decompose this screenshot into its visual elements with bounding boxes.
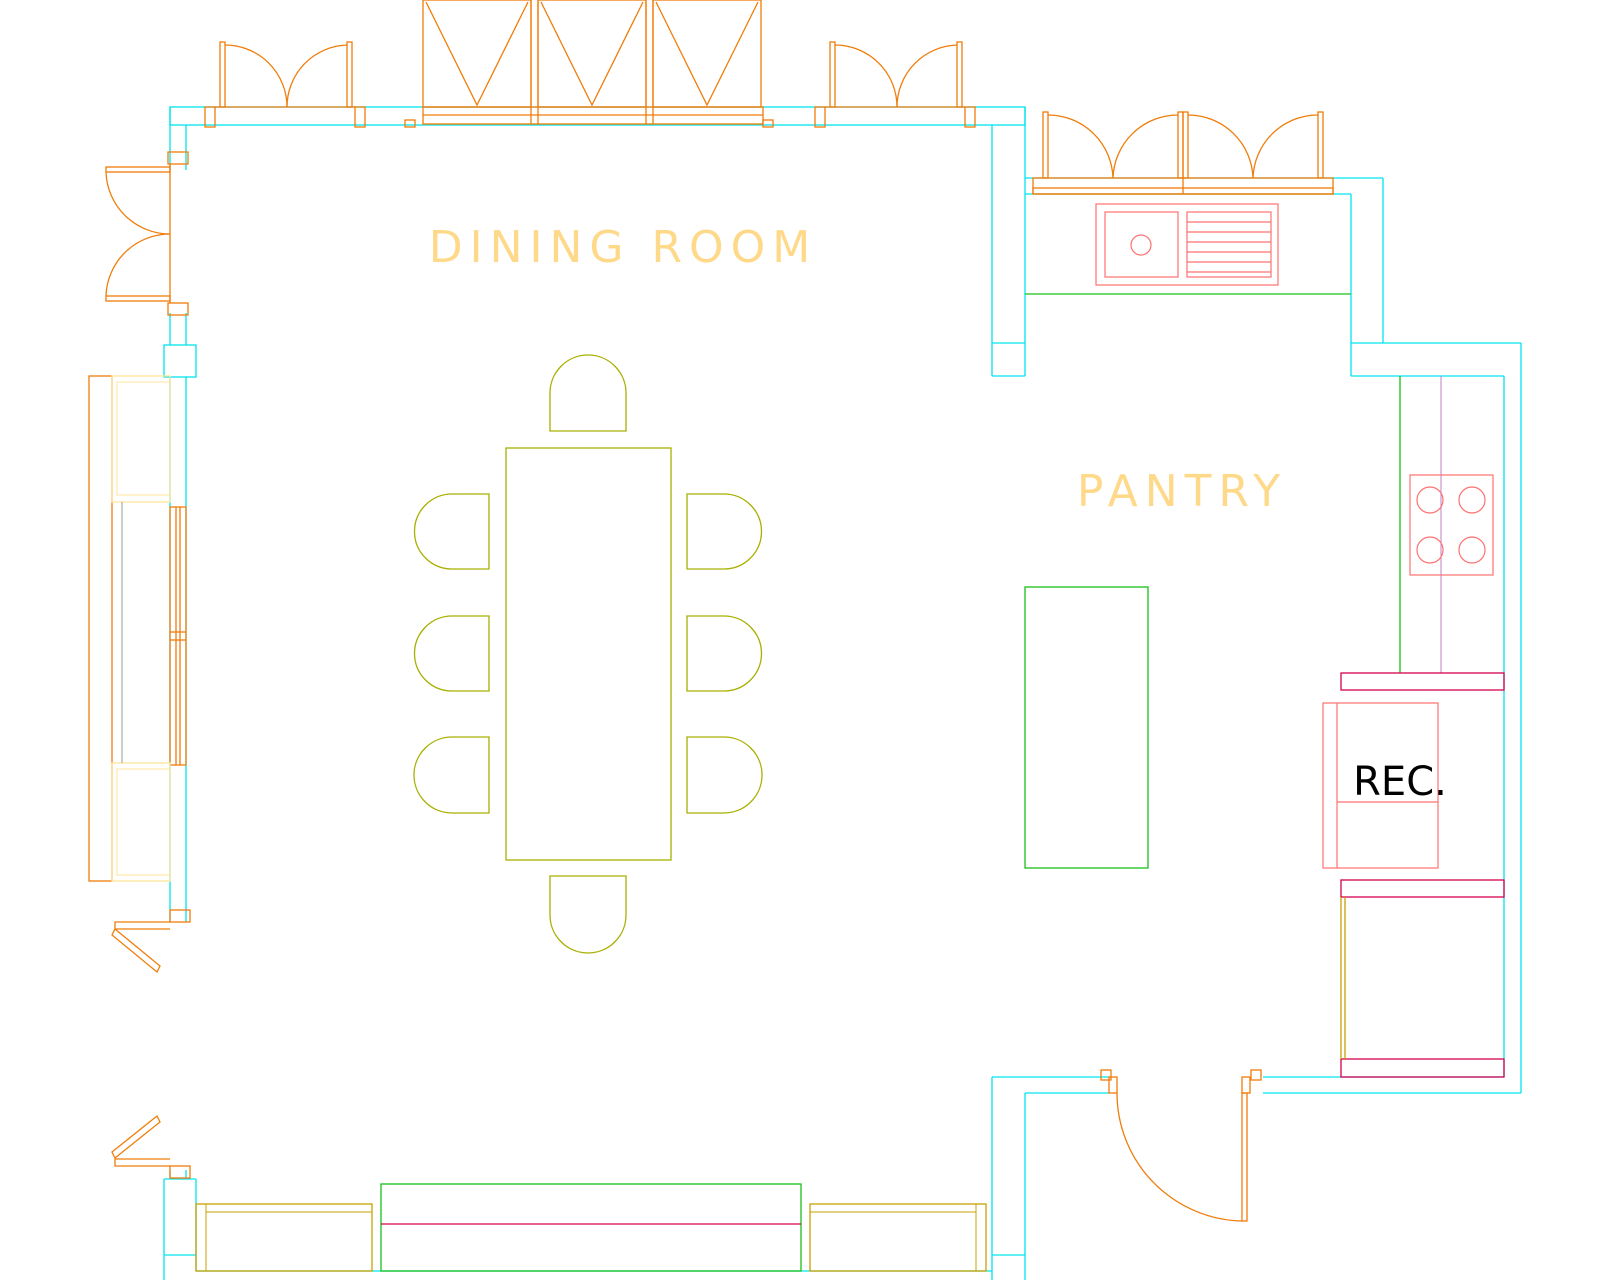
doors xyxy=(105,0,1334,1222)
dining-table-set xyxy=(413,354,763,954)
counter-right xyxy=(1399,376,1442,673)
refrigerator xyxy=(1322,702,1439,869)
chair xyxy=(686,736,763,814)
chair xyxy=(413,736,490,814)
room-label-dining: DINING ROOM xyxy=(429,222,818,273)
sink-drain-icon xyxy=(1130,234,1152,256)
door-top-left xyxy=(204,41,366,128)
door-pantry-top xyxy=(1032,111,1334,195)
burner-icon xyxy=(1416,486,1444,514)
wall-top-outer xyxy=(169,106,1026,126)
refrigerator-label: REC. xyxy=(1353,759,1447,805)
room-label-pantry: PANTRY xyxy=(1077,466,1287,517)
bench-bottom xyxy=(195,1183,987,1272)
pantry-unit xyxy=(1340,897,1346,1059)
chair xyxy=(549,354,627,432)
dining-table xyxy=(505,447,672,861)
bifold-door-top xyxy=(404,0,774,128)
chair xyxy=(413,615,490,692)
door-entrance xyxy=(1100,1069,1262,1222)
burner-icon xyxy=(1416,536,1444,564)
sliding-door-left xyxy=(111,506,191,1179)
chair xyxy=(686,493,763,570)
chair xyxy=(413,493,490,570)
door-top-right xyxy=(814,41,976,128)
kitchen-island xyxy=(1024,586,1149,869)
cabinets xyxy=(1340,672,1505,1078)
sofa-left xyxy=(88,375,171,882)
burner-icon xyxy=(1458,486,1486,514)
chair xyxy=(549,875,627,954)
burner-icon xyxy=(1458,536,1486,564)
door-left-upper xyxy=(105,151,189,316)
sink xyxy=(1095,203,1279,286)
walls xyxy=(163,106,1522,1280)
cooktop xyxy=(1409,474,1494,576)
chair xyxy=(686,615,763,692)
